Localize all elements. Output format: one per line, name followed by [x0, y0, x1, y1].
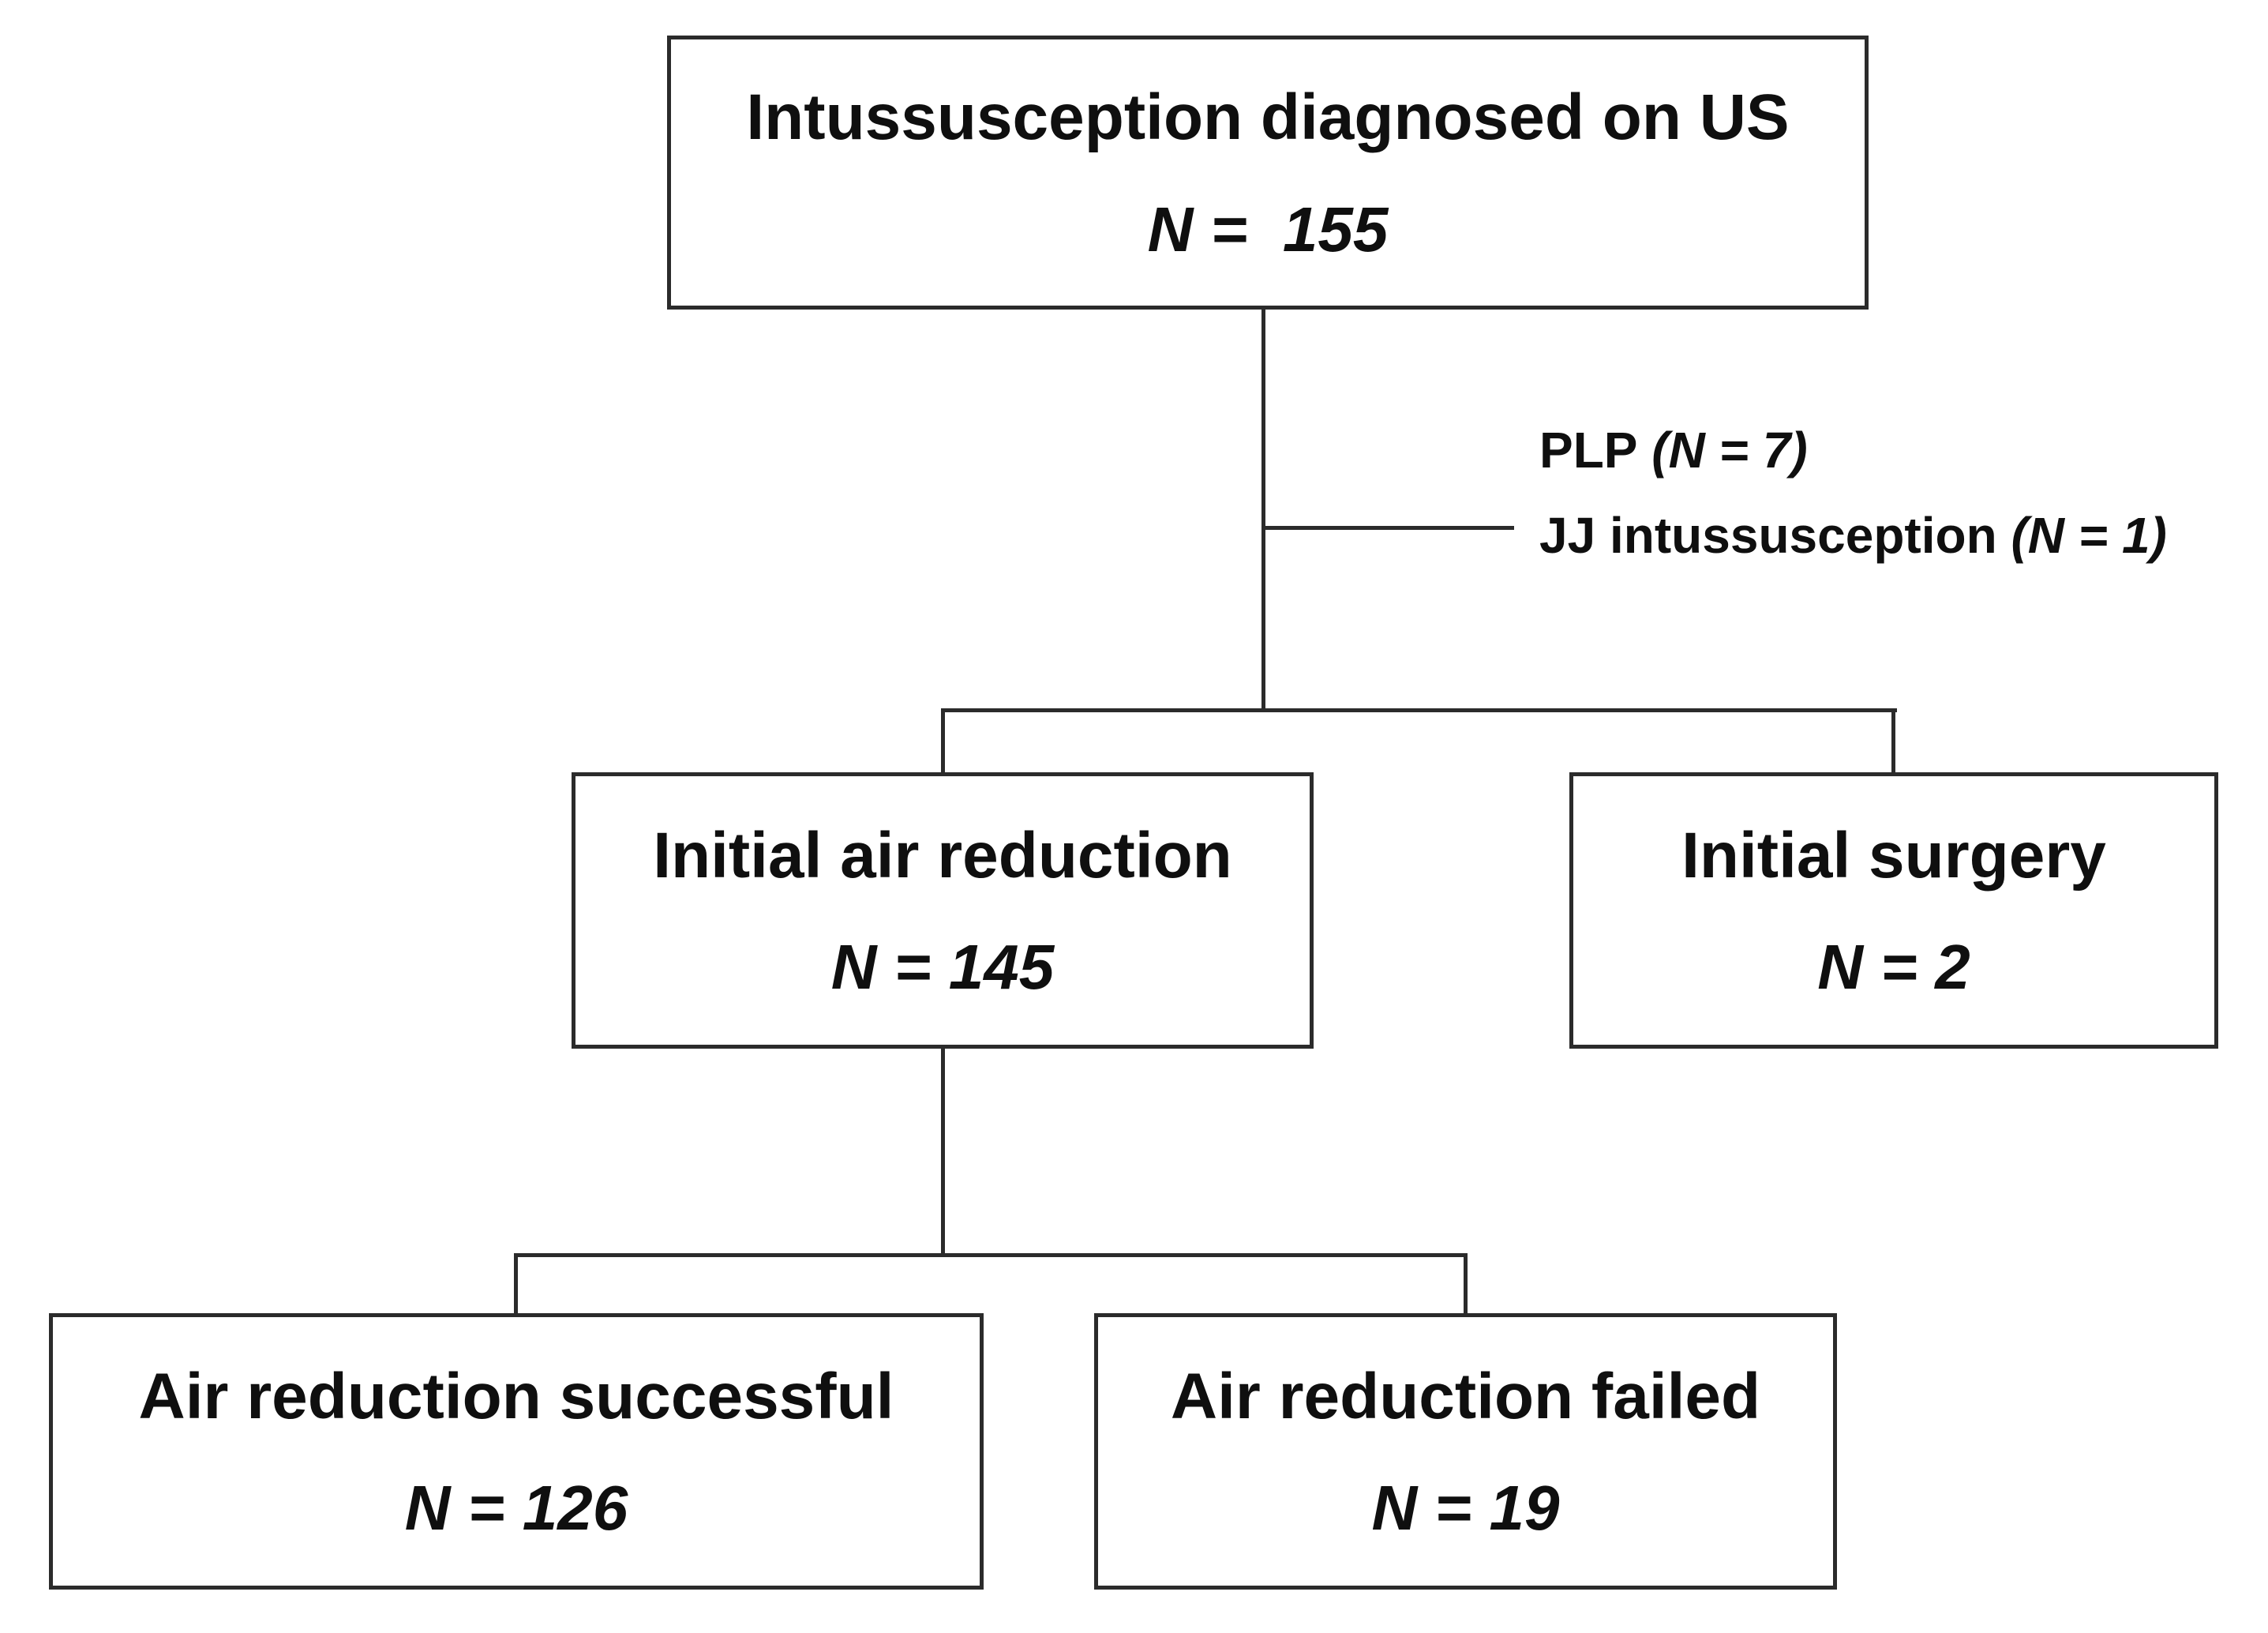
connector-split2-drop-left: [514, 1253, 518, 1316]
node-count: N = 19: [1371, 1473, 1560, 1544]
node-initial-surgery: Initial surgery N = 2: [1569, 772, 2218, 1049]
node-us-diagnosis: Intussusception diagnosed on US N = 155: [667, 36, 1869, 310]
node-count: N = 2: [1817, 932, 1970, 1003]
node-title: Initial air reduction: [653, 819, 1232, 892]
exclusion-annotations: PLP (N = 7) JJ intussusception (N = 1): [1539, 419, 2167, 567]
node-air-reduction-failed: Air reduction failed N = 19: [1094, 1313, 1837, 1590]
node-title: Air reduction successful: [138, 1360, 894, 1432]
node-title: Air reduction failed: [1170, 1360, 1761, 1432]
connector-split1-drop-left: [941, 708, 945, 775]
annotation-label: JJ intussusception: [1539, 507, 1997, 564]
node-initial-air-reduction: Initial air reduction N = 145: [572, 772, 1314, 1049]
node-count: N = 145: [830, 932, 1055, 1003]
annotation-label: PLP: [1539, 422, 1638, 479]
node-title: Intussusception diagnosed on US: [746, 81, 1790, 154]
connector-split1-drop-right: [1891, 708, 1895, 775]
annotation-jj: JJ intussusception (N = 1): [1539, 504, 2167, 567]
annotation-plp: PLP (N = 7): [1539, 419, 2167, 482]
connector-exclusion-tick: [1263, 526, 1514, 530]
node-air-reduction-successful: Air reduction successful N = 126: [49, 1313, 984, 1590]
node-title: Initial surgery: [1681, 819, 2106, 892]
connector-split2-horizontal: [514, 1253, 1468, 1257]
connector-top-vertical: [1261, 306, 1265, 712]
node-count: N = 155: [1147, 193, 1389, 265]
connector-split2-drop-right: [1464, 1253, 1468, 1316]
connector-split1-horizontal: [941, 708, 1897, 712]
node-count: N = 126: [404, 1473, 628, 1544]
connector-middle-vertical: [941, 1047, 945, 1257]
annotation-count: (N = 1): [2011, 507, 2167, 564]
annotation-count: (N = 7): [1651, 422, 1808, 479]
